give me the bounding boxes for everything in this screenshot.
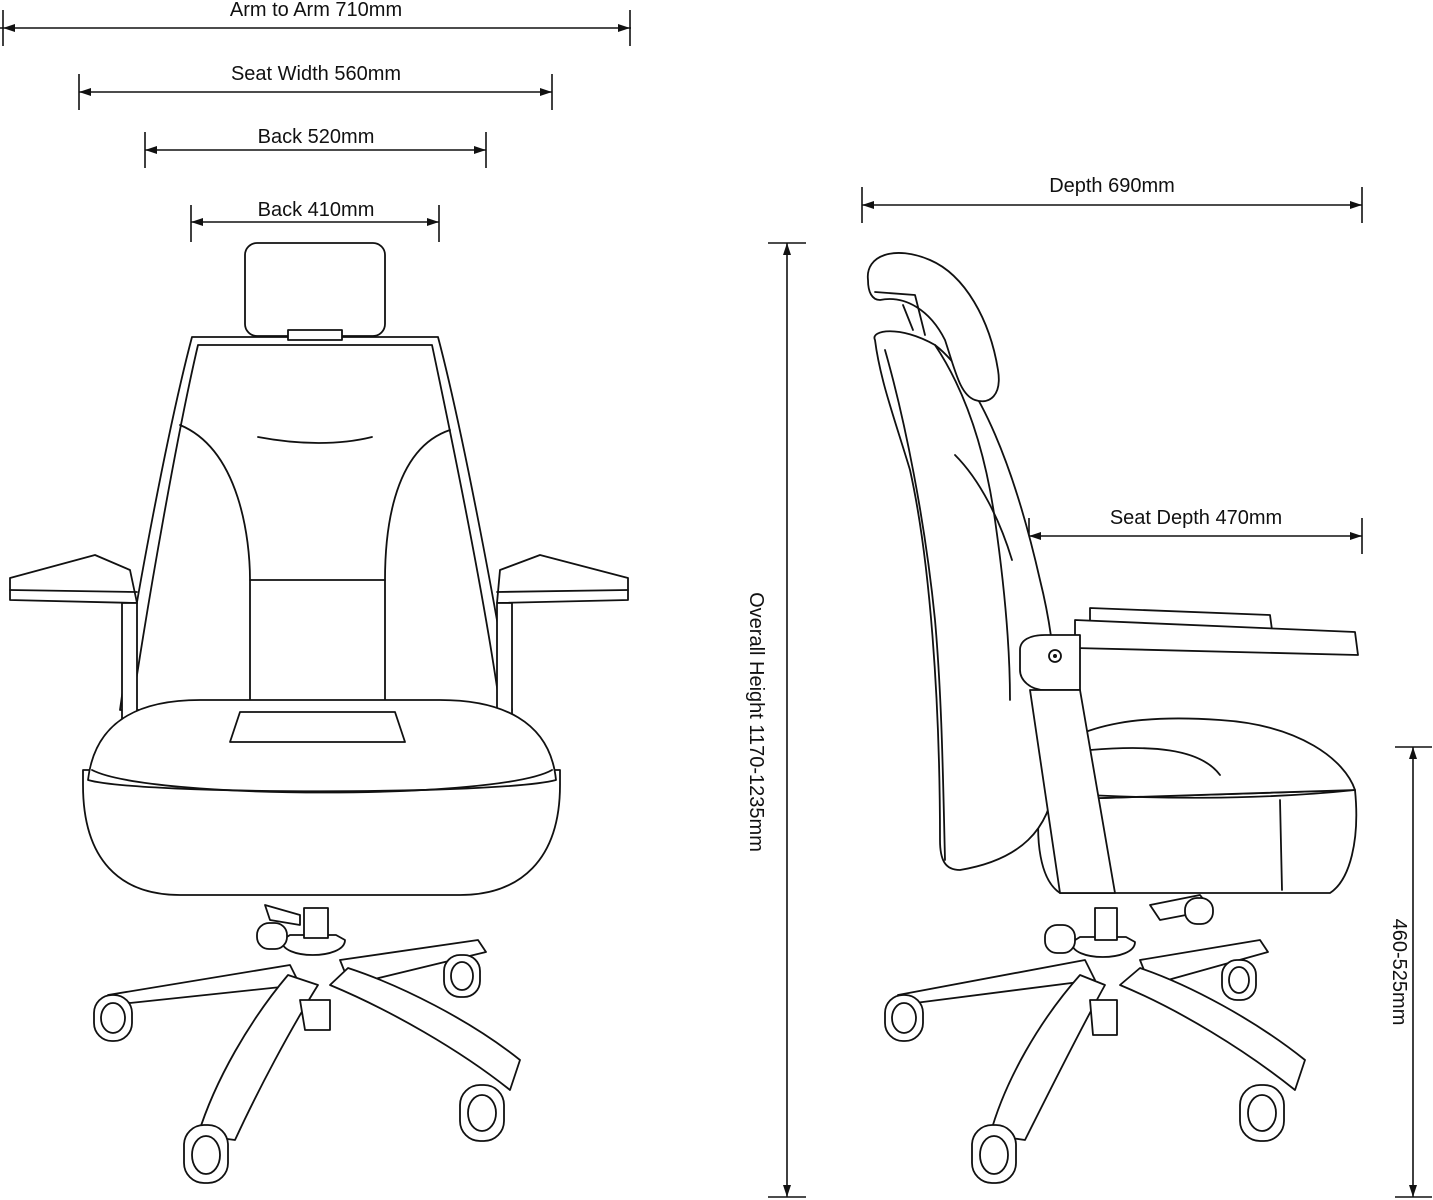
side-armrest — [1019, 607, 1359, 894]
seat-depth-label: Seat Depth 470mm — [1110, 507, 1282, 529]
side-backrest — [873, 330, 1058, 871]
front-backrest — [119, 336, 513, 711]
front-casters — [93, 922, 505, 1184]
front-base — [107, 904, 521, 1141]
arm-to-arm-label: Arm to Arm 710mm — [230, 0, 402, 21]
dimension-arm-to-arm: Arm to Arm 710mm — [0, 0, 631, 46]
dimension-overall-height: Overall Height 1170-1235mm — [745, 242, 806, 1198]
chair-side-view — [867, 252, 1359, 1184]
side-seat — [1037, 717, 1358, 894]
dimension-back-outer: Back 520mm — [144, 126, 487, 168]
front-seat — [82, 699, 561, 896]
chair-front-view — [9, 242, 629, 1184]
back-outer-label: Back 520mm — [258, 126, 375, 148]
side-casters — [884, 897, 1285, 1184]
front-armrests — [9, 554, 629, 721]
dimension-depth: Depth 690mm — [861, 175, 1363, 223]
seat-width-label: Seat Width 560mm — [231, 63, 401, 85]
side-headrest — [867, 252, 1000, 403]
dimension-back-inner: Back 410mm — [190, 199, 440, 242]
dimension-seat-width: Seat Width 560mm — [78, 63, 553, 110]
seat-height-label: 460-525mm — [1388, 919, 1410, 1026]
dimension-seat-depth: Seat Depth 470mm — [1028, 507, 1363, 554]
front-headrest — [244, 242, 386, 341]
overall-height-label: Overall Height 1170-1235mm — [745, 592, 767, 852]
side-base — [897, 894, 1306, 1141]
depth-label: Depth 690mm — [1049, 175, 1175, 197]
dimension-seat-height: 460-525mm — [1388, 746, 1432, 1198]
back-inner-label: Back 410mm — [258, 199, 375, 221]
